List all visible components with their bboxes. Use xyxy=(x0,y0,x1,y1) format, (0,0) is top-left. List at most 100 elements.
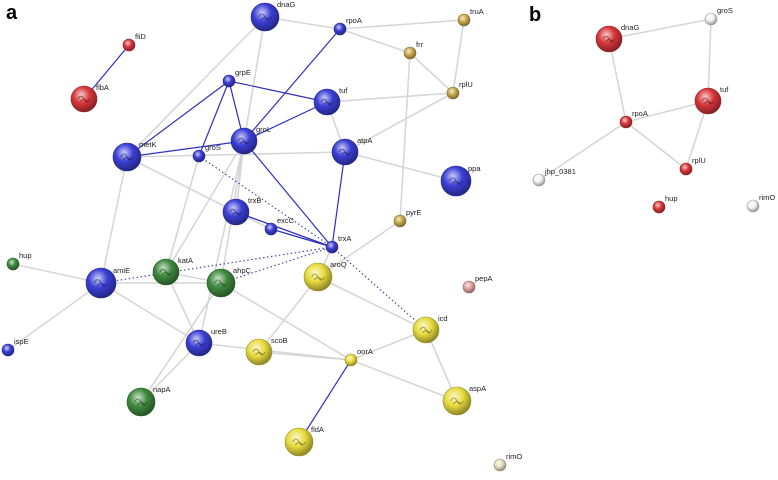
panel-a-edge-frr-pyrE xyxy=(399,52,411,222)
panel-b-node-rpoA-circle[interactable] xyxy=(619,115,633,129)
panel-a-node-frr[interactable]: frr xyxy=(403,40,424,60)
panel-a-edge-excC-trxA xyxy=(270,228,333,248)
panel-a-node-tuf-structure-icon xyxy=(320,98,334,106)
panel-b-node-rimO-circle[interactable] xyxy=(746,199,760,213)
panel-a-node-pyrE-circle[interactable] xyxy=(393,214,407,228)
panel-a-node-ahpC[interactable]: ahpC xyxy=(206,266,252,298)
panel-a-node-ppa[interactable]: ppa xyxy=(440,164,481,197)
panel-b-node-rimO[interactable]: rimO xyxy=(746,193,775,213)
panel-a-node-label-aroQ: aroQ xyxy=(330,260,347,269)
panel-a-node-excC[interactable]: excC xyxy=(264,216,295,236)
panel-a-node-katA[interactable]: katA xyxy=(152,256,193,286)
panel-b-node-label-dnaG: dnaG xyxy=(621,23,640,32)
panel-a-node-label-icd: icd xyxy=(438,314,448,323)
panel-b-node-groS[interactable]: groS xyxy=(704,6,733,26)
panel-b-node-hup-circle[interactable] xyxy=(652,200,666,214)
panel-a-node-grpE-circle[interactable] xyxy=(222,74,236,88)
panel-a-node-pepA-circle[interactable] xyxy=(462,280,476,294)
panel-b-node-hup[interactable]: hup xyxy=(652,194,678,214)
panel-a-node-rpoA-circle[interactable] xyxy=(333,22,347,36)
panel-a-node-amiE[interactable]: amiE xyxy=(85,266,130,299)
panel-a-node-label-katA: katA xyxy=(178,256,193,265)
panel-a-node-groS-circle[interactable] xyxy=(192,149,206,163)
panel-a-node-label-scoB: scoB xyxy=(271,336,288,345)
panel-a-node-dnaG[interactable]: dnaG xyxy=(250,0,296,32)
panel-a-edge-rplU-atpA xyxy=(344,92,454,153)
panel-a-node-pyrE[interactable]: pyrE xyxy=(393,208,421,228)
panel-a-node-trxB[interactable]: trxB xyxy=(222,196,261,226)
panel-a-node-label-tuf: tuf xyxy=(339,86,348,95)
panel-a-node-truA[interactable]: truA xyxy=(457,7,484,27)
panel-b-node-rplU-circle[interactable] xyxy=(679,162,693,176)
panel-b-node-rplU[interactable]: rplU xyxy=(679,156,706,176)
panel-a-node-groL[interactable]: groL xyxy=(230,125,271,155)
panel-a-node-oorA-circle[interactable] xyxy=(344,353,358,367)
panel-a-node-metK[interactable]: metK xyxy=(112,140,157,172)
panel-a-node-oorA[interactable]: oorA xyxy=(344,347,373,367)
panel-a-node-label-pepA: pepA xyxy=(475,274,493,283)
panel-b-node-groS-circle[interactable] xyxy=(704,12,718,26)
panel-a-edge-atpA-ppa xyxy=(344,151,457,182)
panel-a-node-ispE-circle[interactable] xyxy=(1,343,15,357)
panel-a-node-label-groL: groL xyxy=(256,125,271,134)
panel-a-node-scoB[interactable]: scoB xyxy=(245,336,288,366)
panel-b-node-label-groS: groS xyxy=(717,6,733,15)
panel-a-node-atpA[interactable]: atpA xyxy=(331,136,372,166)
panel-a-edge-tuf-rplU xyxy=(326,92,454,103)
panel-a-node-grpE[interactable]: grpE xyxy=(222,68,251,88)
panel-a-node-label-aspA: aspA xyxy=(469,384,486,393)
panel-a-edge-groS-trxA xyxy=(198,155,333,248)
panel-a-node-tuf[interactable]: tuf xyxy=(313,86,348,116)
panel-a-edge-metK-trxB xyxy=(126,156,237,213)
panel-a-node-truA-circle[interactable] xyxy=(457,13,471,27)
panel-a-node-rimO-circle[interactable] xyxy=(493,458,507,472)
panel-a-node-groS[interactable]: groS xyxy=(192,143,221,163)
panel-a-edge-oorA-fldA xyxy=(298,359,352,443)
panel-a-node-pepA[interactable]: pepA xyxy=(462,274,493,294)
panel-a-node-rimO[interactable]: rimO xyxy=(493,452,522,472)
panel-a-node-rplU-circle[interactable] xyxy=(446,86,460,100)
panel-a-node-ispE[interactable]: ispE xyxy=(1,337,29,357)
panel-a-edge-groS-katA xyxy=(165,155,200,273)
panel-a-edge-frr-rplU xyxy=(409,52,454,94)
panel-a-node-icd[interactable]: icd xyxy=(412,314,448,344)
panel-a-node-excC-circle[interactable] xyxy=(264,222,278,236)
panel-b-node-jhp_0381-circle[interactable] xyxy=(532,173,546,187)
panel-a-node-rplU[interactable]: rplU xyxy=(446,80,473,100)
panel-a-node-trxA-circle[interactable] xyxy=(325,240,339,254)
panel-a-node-label-ureB: ureB xyxy=(211,327,227,336)
panel-a-node-flbA[interactable]: flbA xyxy=(70,83,109,113)
panel-a-node-label-excC: excC xyxy=(277,216,295,225)
panel-a-node-hup-circle[interactable] xyxy=(6,257,20,271)
panel-b-node-jhp_0381[interactable]: jhp_0381 xyxy=(532,167,576,187)
panel-b-node-label-tuf: tuf xyxy=(720,85,729,94)
panel-b-node-tuf-structure-icon xyxy=(701,97,715,105)
panel-a-node-fliD-circle[interactable] xyxy=(122,38,136,52)
panel-b-node-tuf[interactable]: tuf xyxy=(694,85,729,115)
panel-b-edge-rpoA-jhp_0381 xyxy=(538,121,627,181)
panel-a-edge-groL-trxA xyxy=(243,140,333,248)
panel-a-node-frr-circle[interactable] xyxy=(403,46,417,60)
panel-a-node-label-metK: metK xyxy=(139,140,157,149)
panel-a-node-label-rplU: rplU xyxy=(459,80,473,89)
panel-a-node-label-napA: napA xyxy=(153,385,171,394)
panel-a-edge-grpE-metK xyxy=(126,80,230,158)
panel-b-edge-tuf-rpoA xyxy=(625,100,709,123)
panel-a-edge-atpA-trxA xyxy=(331,151,346,248)
panel-a-node-ureB[interactable]: ureB xyxy=(185,327,227,357)
panel-a-node-label-oorA: oorA xyxy=(357,347,373,356)
panel-a-node-fliD[interactable]: fliD xyxy=(122,32,146,52)
panel-a-node-rpoA[interactable]: rpoA xyxy=(333,16,362,36)
panel-b-node-rpoA[interactable]: rpoA xyxy=(619,109,648,129)
panel-a-node-napA-structure-icon xyxy=(134,398,148,406)
panel-b-node-dnaG[interactable]: dnaG xyxy=(595,23,640,53)
panel-a-node-trxA[interactable]: trxA xyxy=(325,234,351,254)
panel-a-node-label-groS: groS xyxy=(205,143,221,152)
panel-a-node-aspA[interactable]: aspA xyxy=(442,384,486,416)
panel-a-edge-scoB-aroQ xyxy=(258,276,319,353)
panel-a-node-hup[interactable]: hup xyxy=(6,251,32,271)
panel-a-nodes: dnaG rpoA truA fliD frr flbA grpE rplU tuf metK gr… xyxy=(1,0,522,472)
panel-a-node-fldA[interactable]: fldA xyxy=(284,425,324,457)
panel-a-node-aroQ[interactable]: aroQ xyxy=(303,260,347,292)
panel-a-node-napA[interactable]: napA xyxy=(126,385,171,417)
